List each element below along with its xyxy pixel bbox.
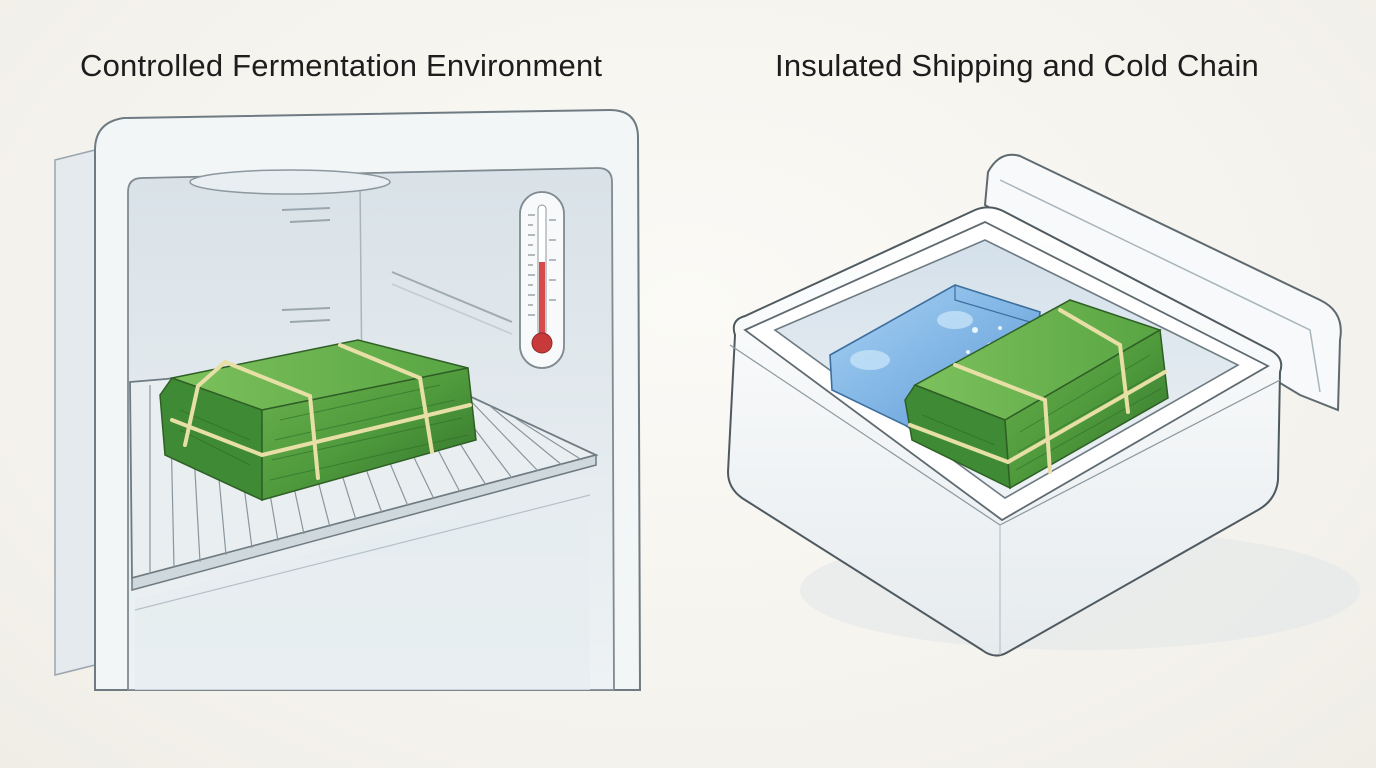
thermometer-icon xyxy=(519,191,565,369)
foam-cooler-icon xyxy=(726,153,1360,657)
leaf-wrapped-package-icon xyxy=(159,339,477,502)
refrigerator-icon xyxy=(54,108,642,691)
cooler-leaf-wrapped-package-icon xyxy=(904,299,1169,490)
fermentation-panel-title: Controlled Fermentation Environment xyxy=(80,48,603,83)
shipping-panel-title: Insulated Shipping and Cold Chain xyxy=(775,48,1259,83)
